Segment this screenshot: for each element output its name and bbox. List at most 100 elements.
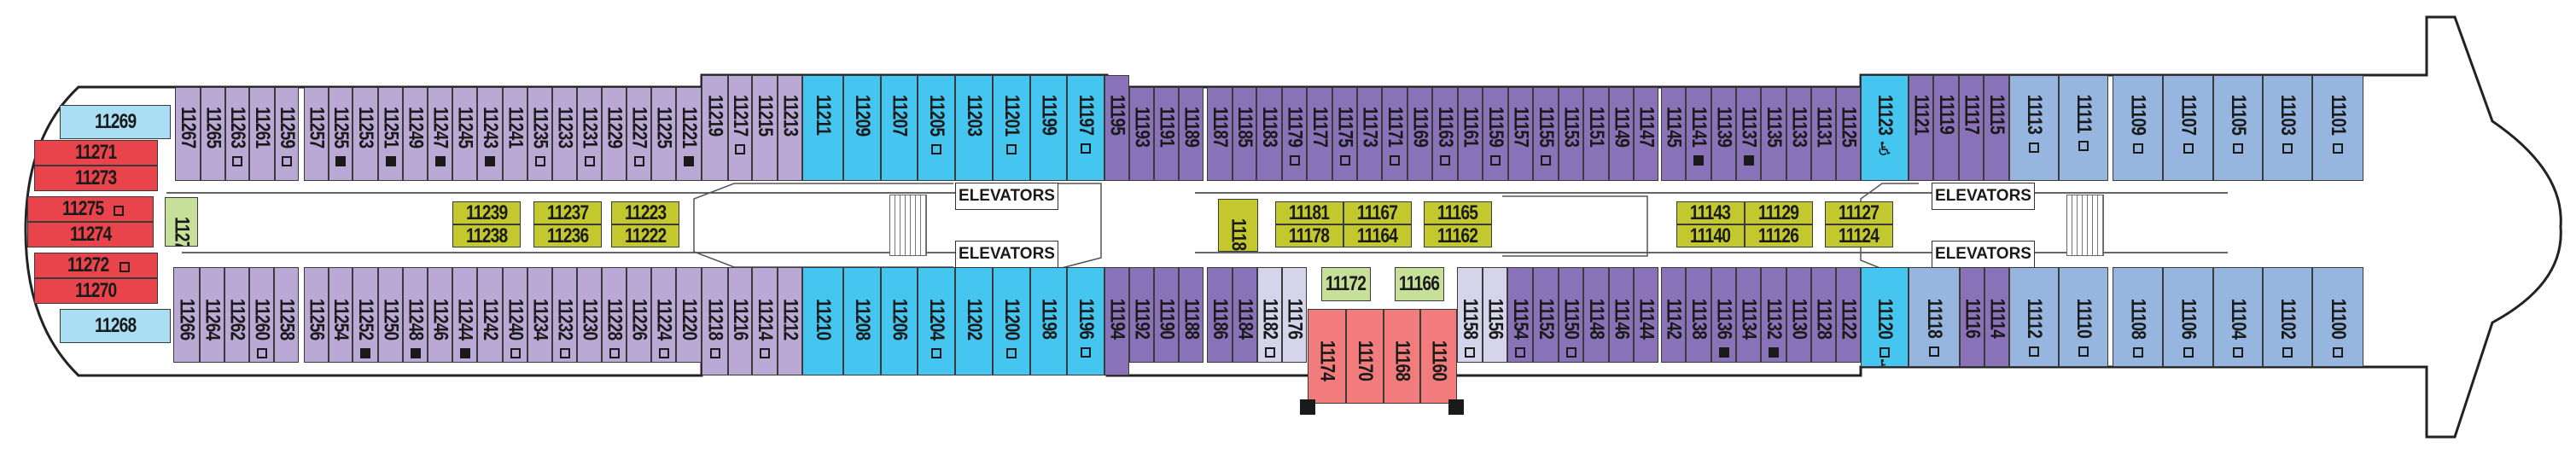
cabin-11215[interactable]: 11215 — [752, 75, 778, 181]
cabin-11184[interactable]: 11184 — [1233, 267, 1257, 363]
cabin-11124[interactable]: 11124 — [1825, 224, 1893, 247]
cabin-11129[interactable]: 11129 — [1745, 201, 1813, 224]
cabin-11208[interactable]: 11208 — [843, 267, 881, 375]
cabin-11159[interactable]: 11159 — [1483, 87, 1508, 181]
cabin-11172[interactable]: 11172 — [1321, 267, 1371, 301]
cabin-11175[interactable]: 11175 — [1332, 87, 1357, 181]
cabin-11154[interactable]: 11154 — [1507, 267, 1533, 363]
cabin-11136[interactable]: 11136 — [1711, 267, 1736, 363]
cabin-11132[interactable]: 11132 — [1761, 267, 1786, 363]
cabin-11264[interactable]: 11264 — [200, 267, 224, 363]
cabin-11217[interactable]: 11217 — [728, 75, 752, 181]
cabin-11263[interactable]: 11263 — [225, 87, 249, 181]
cabin-11118[interactable]: 11118 — [1909, 267, 1960, 367]
cabin-11161[interactable]: 11161 — [1458, 87, 1483, 181]
cabin-11143[interactable]: 11143 — [1676, 201, 1745, 224]
cabin-11114[interactable]: 11114 — [1984, 267, 2009, 367]
cabin-11163[interactable]: 11163 — [1432, 87, 1458, 181]
cabin-11192[interactable]: 11192 — [1129, 267, 1154, 363]
cabin-11206[interactable]: 11206 — [881, 267, 918, 375]
cabin-11116[interactable]: 11116 — [1960, 267, 1984, 367]
cabin-11123[interactable]: 11123♿ — [1861, 75, 1909, 181]
cabin-11137[interactable]: 11137 — [1736, 87, 1761, 181]
cabin-11113[interactable]: 11113 — [2009, 75, 2059, 181]
cabin-11240[interactable]: 11240 — [503, 267, 527, 363]
cabin-11165[interactable]: 11165 — [1424, 201, 1492, 224]
cabin-11109[interactable]: 11109 — [2113, 75, 2163, 181]
cabin-11156[interactable]: 11156 — [1483, 267, 1507, 363]
cabin-11149[interactable]: 11149 — [1609, 87, 1634, 181]
cabin-11218[interactable]: 11218 — [702, 267, 728, 375]
cabin-11182[interactable]: 11182 — [1257, 267, 1282, 363]
cabin-11225[interactable]: 11225 — [651, 87, 676, 181]
cabin-11121[interactable]: 11121 — [1909, 75, 1933, 181]
cabin-11204[interactable]: 11204 — [918, 267, 955, 375]
cabin-11259[interactable]: 11259 — [275, 87, 299, 181]
cabin-11189[interactable]: 11189 — [1179, 87, 1203, 181]
cabin-11166[interactable]: 11166 — [1395, 267, 1444, 301]
cabin-11209[interactable]: 11209 — [843, 75, 881, 181]
cabin-11272[interactable]: 11272 — [34, 253, 158, 278]
cabin-11201[interactable]: 11201 — [993, 75, 1030, 181]
cabin-11176[interactable]: 11176 — [1282, 267, 1307, 363]
cabin-11239[interactable]: 11239 — [452, 201, 521, 224]
cabin-11232[interactable]: 11232 — [552, 267, 577, 363]
cabin-11230[interactable]: 11230 — [577, 267, 602, 363]
cabin-11255[interactable]: 11255 — [329, 87, 353, 181]
cabin-11199[interactable]: 11199 — [1030, 75, 1067, 181]
cabin-11249[interactable]: 11249 — [403, 87, 428, 181]
cabin-11146[interactable]: 11146 — [1609, 267, 1634, 363]
cabin-11231[interactable]: 11231 — [577, 87, 602, 181]
cabin-11257[interactable]: 11257 — [304, 87, 329, 181]
cabin-11211[interactable]: 11211 — [802, 75, 843, 181]
cabin-11246[interactable]: 11246 — [428, 267, 452, 363]
cabin-11104[interactable]: 11104 — [2213, 267, 2263, 367]
cabin-11203[interactable]: 11203 — [955, 75, 993, 181]
cabin-11228[interactable]: 11228 — [602, 267, 627, 363]
cabin-11276[interactable]: 11276 — [165, 197, 198, 247]
cabin-11134[interactable]: 11134 — [1736, 267, 1761, 363]
cabin-11144[interactable]: 11144 — [1634, 267, 1658, 363]
cabin-11234[interactable]: 11234 — [527, 267, 552, 363]
cabin-11242[interactable]: 11242 — [477, 267, 503, 363]
cabin-11214[interactable]: 11214 — [752, 267, 778, 375]
cabin-11108[interactable]: 11108 — [2113, 267, 2163, 367]
cabin-11191[interactable]: 11191 — [1154, 87, 1179, 181]
cabin-11138[interactable]: 11138 — [1686, 267, 1711, 363]
cabin-11260[interactable]: 11260 — [249, 267, 274, 363]
cabin-11140[interactable]: 11140 — [1676, 224, 1745, 247]
cabin-11153[interactable]: 11153 — [1559, 87, 1583, 181]
cabin-11267[interactable]: 11267 — [175, 87, 201, 181]
cabin-11141[interactable]: 11141 — [1686, 87, 1711, 181]
cabin-11117[interactable]: 11117 — [1959, 75, 1984, 181]
cabin-11248[interactable]: 11248 — [403, 267, 428, 363]
cabin-11110[interactable]: 11110 — [2059, 267, 2108, 367]
cabin-11125[interactable]: 11125 — [1836, 87, 1861, 181]
cabin-11155[interactable]: 11155 — [1533, 87, 1559, 181]
cabin-11219[interactable]: 11219 — [702, 75, 728, 181]
cabin-11105[interactable]: 11105 — [2213, 75, 2263, 181]
cabin-11142[interactable]: 11142 — [1661, 267, 1686, 363]
cabin-11269[interactable]: 11269 — [60, 105, 171, 139]
cabin-11150[interactable]: 11150 — [1559, 267, 1583, 363]
cabin-11130[interactable]: 11130 — [1786, 267, 1811, 363]
cabin-11170[interactable]: 11170 — [1346, 309, 1384, 404]
cabin-11174[interactable]: 11174 — [1308, 309, 1346, 404]
cabin-11145[interactable]: 11145 — [1661, 87, 1686, 181]
cabin-11178[interactable]: 11178 — [1275, 224, 1343, 247]
cabin-11190[interactable]: 11190 — [1154, 267, 1179, 363]
cabin-11265[interactable]: 11265 — [201, 87, 225, 181]
cabin-11236[interactable]: 11236 — [533, 224, 602, 247]
cabin-11205[interactable]: 11205 — [918, 75, 955, 181]
cabin-11241[interactable]: 11241 — [503, 87, 527, 181]
cabin-11202[interactable]: 11202 — [955, 267, 993, 375]
cabin-11196[interactable]: 11196 — [1067, 267, 1104, 375]
cabin-11233[interactable]: 11233 — [552, 87, 577, 181]
cabin-11274[interactable]: 11274 — [27, 222, 154, 247]
cabin-11181[interactable]: 11181 — [1275, 201, 1343, 224]
cabin-11198[interactable]: 11198 — [1030, 267, 1067, 375]
cabin-11120[interactable]: 11120♿ — [1861, 267, 1909, 367]
cabin-11216[interactable]: 11216 — [728, 267, 752, 375]
cabin-11200[interactable]: 11200 — [993, 267, 1030, 375]
cabin-11213[interactable]: 11213 — [778, 75, 802, 181]
